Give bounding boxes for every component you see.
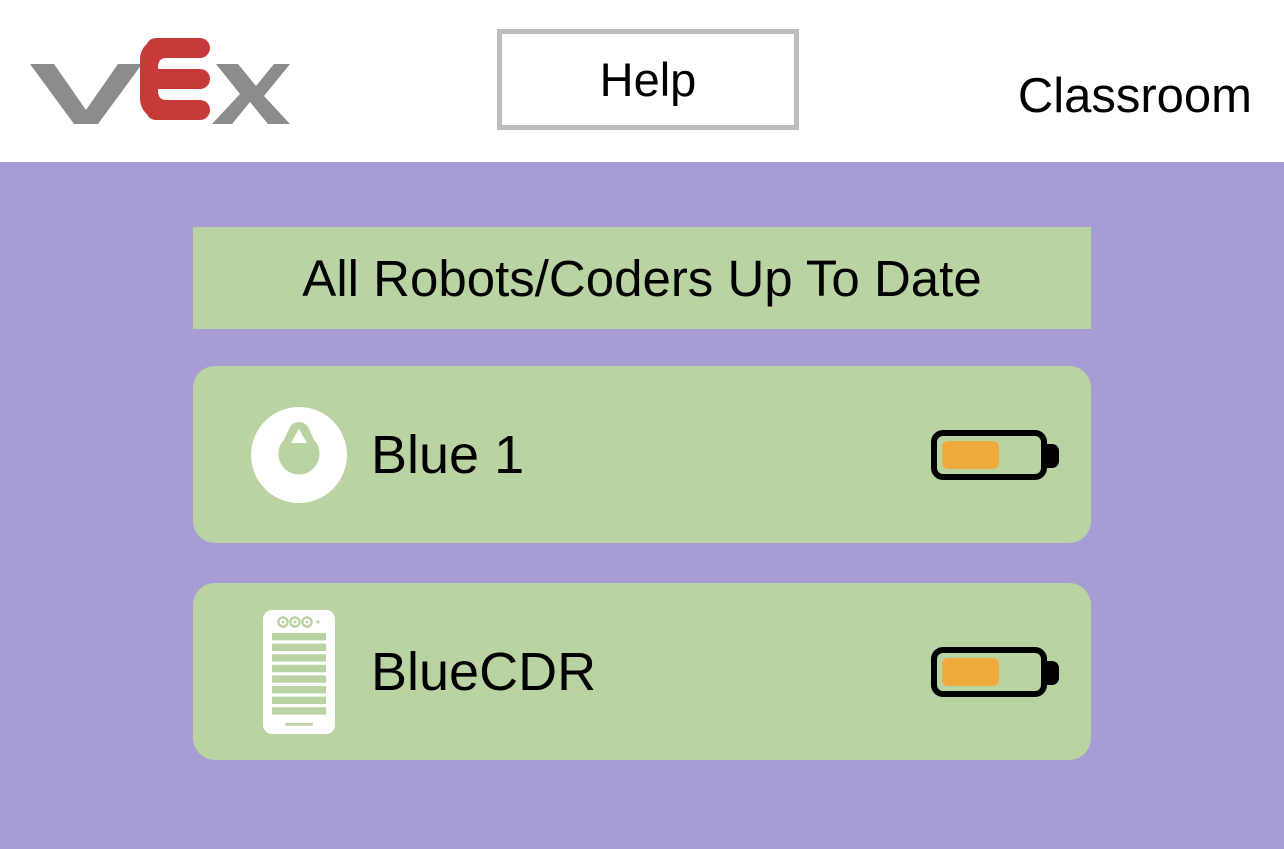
battery-terminal [1045, 443, 1059, 468]
battery-body [931, 429, 1047, 480]
battery-fill [942, 657, 1000, 686]
status-banner: All Robots/Coders Up To Date [193, 227, 1091, 329]
app-header: Help Classroom [0, 0, 1284, 162]
device-name-label: BlueCDR [371, 641, 597, 702]
help-button[interactable]: Help [497, 29, 799, 130]
battery-fill [942, 440, 1000, 469]
battery-indicator [931, 429, 1059, 480]
device-card-coder[interactable]: BlueCDR [193, 583, 1091, 760]
battery-terminal [1045, 660, 1059, 685]
vex-logo [28, 38, 290, 124]
device-card-robot[interactable]: Blue 1 [193, 366, 1091, 543]
status-banner-text: All Robots/Coders Up To Date [302, 249, 982, 307]
device-name-label: Blue 1 [371, 424, 525, 485]
help-button-label: Help [599, 53, 697, 106]
battery-indicator [931, 646, 1059, 697]
classroom-mode-label: Classroom [1017, 69, 1252, 123]
robot-brain-icon [249, 390, 349, 520]
battery-body [931, 646, 1047, 697]
coder-device-icon [249, 607, 349, 737]
